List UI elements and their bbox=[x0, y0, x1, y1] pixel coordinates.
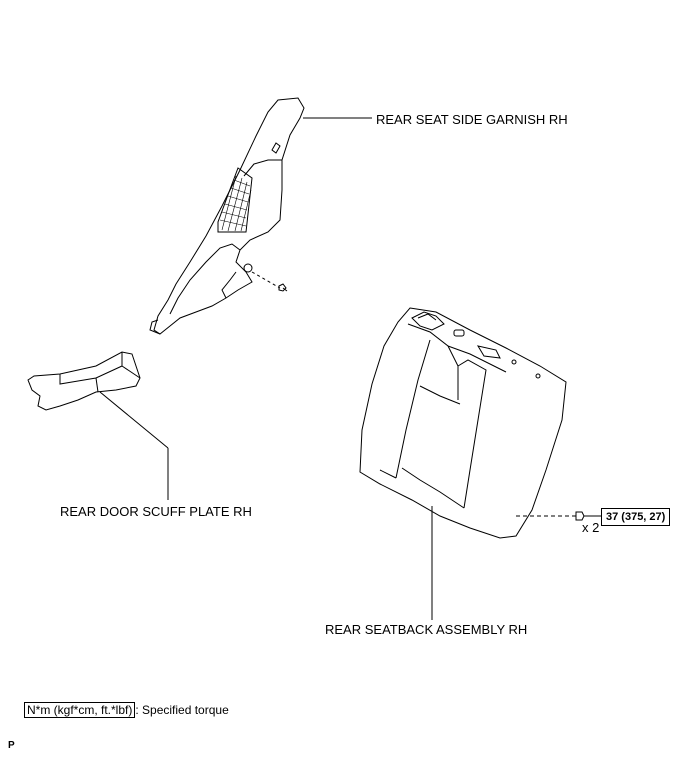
bolt-quantity: x 2 bbox=[582, 520, 600, 535]
scuff-plate-part bbox=[27, 351, 141, 411]
seatback-label: REAR SEATBACK ASSEMBLY RH bbox=[325, 622, 528, 637]
garnish-label: REAR SEAT SIDE GARNISH RH bbox=[376, 112, 568, 127]
seatback-bolt bbox=[575, 511, 594, 521]
legend-unit-box: N*m (kgf*cm, ft.*lbf) bbox=[24, 702, 136, 718]
legend-description: : Specified torque bbox=[135, 703, 229, 717]
garnish-screw bbox=[278, 283, 288, 292]
torque-legend: N*m (kgf*cm, ft.*lbf): Specified torque bbox=[24, 702, 229, 718]
vent-grille bbox=[217, 167, 253, 233]
scuff-plate-leader-diag bbox=[99, 391, 169, 449]
figure-id: P bbox=[8, 740, 15, 751]
scuff-plate-label: REAR DOOR SCUFF PLATE RH bbox=[60, 504, 252, 519]
torque-value-box: 37 (375, 27) bbox=[601, 508, 671, 526]
garnish-part bbox=[149, 97, 305, 335]
seatback-part bbox=[359, 307, 567, 539]
